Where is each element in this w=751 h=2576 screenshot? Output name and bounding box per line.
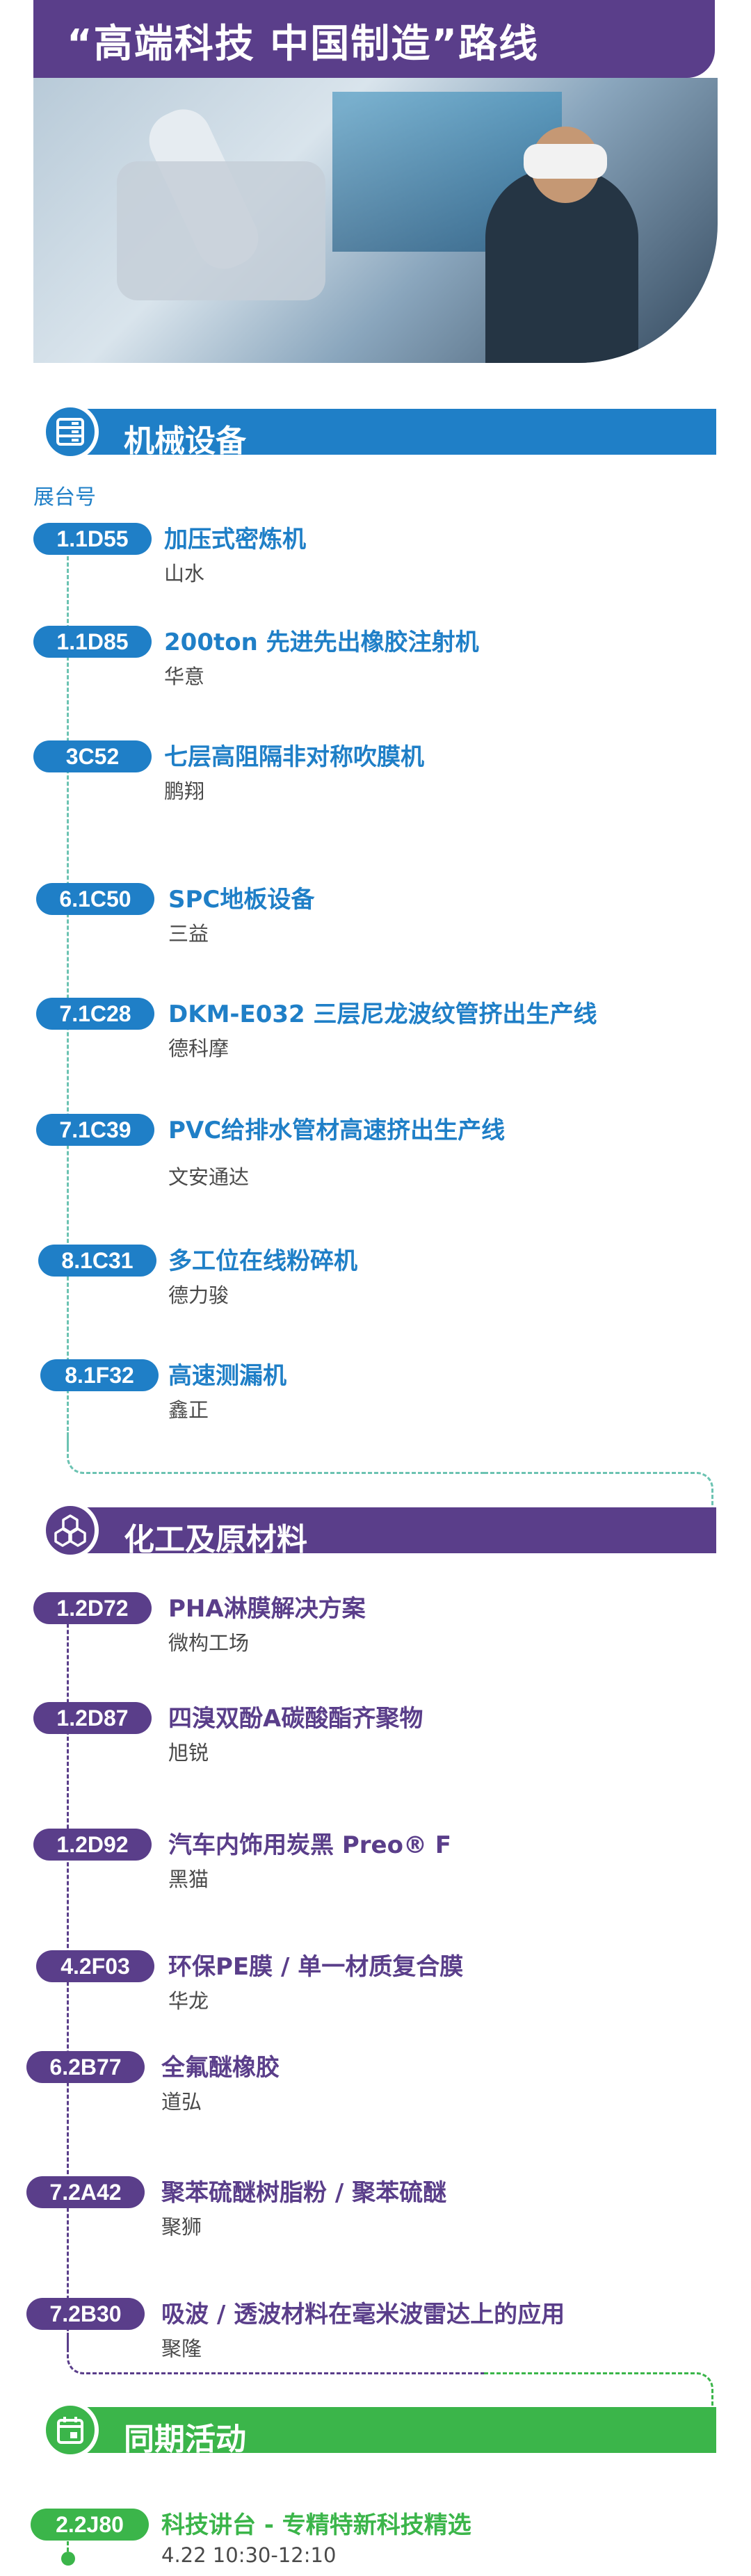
exhibitor-name: 4.22 10:30-12:10 (161, 2543, 337, 2567)
exhibit-name: 200ton 先进先出橡胶注射机 (164, 629, 479, 656)
exhibitor-name: 德力骏 (168, 1283, 229, 1307)
section-title: 化工及原材料 (124, 1522, 307, 1557)
exhibit-name: SPC地板设备 (168, 886, 315, 914)
exhibit-name: 科技讲台 - 专精特新科技精选 (161, 2511, 471, 2539)
section-title: 机械设备 (124, 423, 246, 459)
page-title: “高端科技 中国制造”路线 (67, 22, 540, 67)
section-header-chemicals: 化工及原材料 (42, 1502, 716, 1559)
exhibit-name: 加压式密炼机 (164, 526, 306, 553)
booth-number-badge: 3C52 (33, 740, 152, 772)
server-rack-icon (42, 403, 99, 460)
booth-number-badge: 4.2F03 (36, 1950, 154, 1982)
timeline-end-dot (61, 2552, 75, 2566)
exhibitor-name: 山水 (164, 562, 205, 585)
exhibitor-name: 鹏翔 (164, 779, 205, 803)
section-header-machinery: 机械设备 (42, 403, 716, 460)
timeline-connector (484, 1472, 713, 1514)
booth-number-badge: 1.1D55 (33, 523, 152, 555)
exhibitor-name: 聚隆 (161, 2337, 202, 2360)
booth-number-header: 展台号 (33, 485, 96, 510)
exhibitor-name: 华龙 (168, 1989, 209, 2013)
exhibitor-name: 三益 (168, 922, 209, 946)
booth-number-badge: 6.2B77 (26, 2051, 145, 2083)
booth-number-badge: 2.2J80 (31, 2509, 149, 2541)
exhibit-name: 全氟醚橡胶 (161, 2054, 280, 2082)
exhibit-name: 聚苯硫醚树脂粉 / 聚苯硫醚 (161, 2179, 447, 2207)
exhibit-name: 吸波 / 透波材料在毫米波雷达上的应用 (161, 2301, 565, 2328)
timeline-connector (67, 1432, 484, 1474)
booth-number-badge: 1.2D87 (33, 1702, 152, 1734)
exhibitor-name: 道弘 (161, 2090, 202, 2114)
booth-number-badge: 7.1C28 (36, 998, 154, 1030)
calendar-icon (42, 2401, 99, 2458)
timeline-connector (67, 2333, 484, 2374)
exhibitor-name: 旭锐 (168, 1741, 209, 1765)
booth-number-badge: 7.2A42 (26, 2176, 145, 2208)
booth-number-badge: 6.1C50 (36, 883, 154, 915)
booth-number-badge: 8.1C31 (38, 1245, 156, 1277)
exhibitor-name: 德科摩 (168, 1037, 229, 1060)
booth-number-badge: 1.2D72 (33, 1592, 152, 1624)
booth-number-badge: 7.2B30 (26, 2298, 145, 2330)
exhibit-name: 多工位在线粉碎机 (168, 1247, 357, 1275)
exhibit-name: 七层高阻隔非对称吹膜机 (164, 743, 424, 771)
exhibitor-name: 微构工场 (168, 1631, 250, 1655)
exhibit-name: PHA淋膜解决方案 (168, 1595, 366, 1623)
exhibit-name: 高速测漏机 (168, 1362, 286, 1390)
booth-number-badge: 8.1F32 (40, 1359, 159, 1391)
exhibit-name: 环保PE膜 / 单一材质复合膜 (168, 1953, 464, 1981)
section-title: 同期活动 (124, 2422, 246, 2457)
exhibitor-name: 华意 (164, 665, 205, 688)
booth-number-badge: 1.2D92 (33, 1829, 152, 1861)
exhibit-name: PVC给排水管材高速挤出生产线 (168, 1117, 506, 1144)
exhibitor-name: 聚狮 (161, 2215, 202, 2239)
booth-number-badge: 7.1C39 (36, 1114, 154, 1146)
exhibitor-name: 鑫正 (168, 1398, 209, 1422)
exhibitor-name: 黑猫 (168, 1868, 209, 1891)
title-banner: “高端科技 中国制造”路线 (33, 0, 715, 78)
exhibit-name: DKM-E032 三层尼龙波纹管挤出生产线 (168, 1001, 597, 1028)
timeline-connector (484, 2372, 713, 2414)
cubes-icon (42, 1502, 99, 1559)
hero-image (33, 78, 718, 363)
booth-number-badge: 1.1D85 (33, 626, 152, 658)
exhibitor-name: 文安通达 (168, 1165, 250, 1189)
exhibit-name: 汽车内饰用炭黑 Preo® F (168, 1831, 452, 1859)
exhibit-name: 四溴双酚A碳酸酯齐聚物 (168, 1705, 423, 1733)
section-header-events: 同期活动 (42, 2401, 716, 2458)
